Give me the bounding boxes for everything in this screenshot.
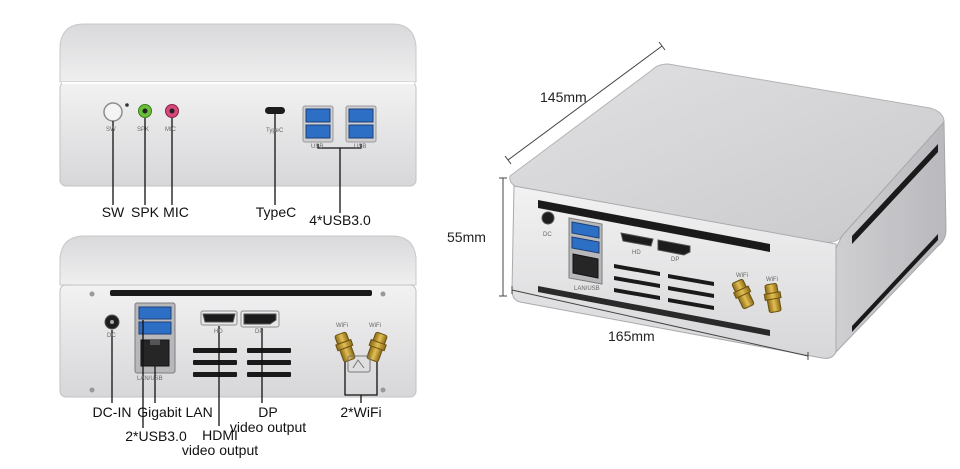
dimension-depth: 145mm (540, 89, 587, 105)
label-dc-in: DC-IN (92, 404, 132, 420)
rear-lan-usb-block (134, 302, 176, 374)
label-mic: MIC (163, 204, 189, 220)
iso-dc-port (541, 211, 555, 225)
silk-dc: DC (107, 333, 116, 339)
kensington-lock-icon (347, 355, 371, 373)
power-button (103, 102, 123, 122)
front-usb-ports (302, 105, 377, 143)
iso-silk-dp: DP (671, 257, 680, 263)
label-spk: SPK (130, 204, 160, 220)
power-led (125, 103, 129, 107)
label-hdmi: HDMI (202, 427, 238, 443)
iso-silk-wifi-right: WiFi (766, 277, 778, 283)
silk-wifi-right: WiFi (369, 323, 381, 329)
iso-silk-hd: HD (632, 250, 641, 256)
silk-wifi-left: WiFi (336, 323, 348, 329)
iso-silk-wifi-left: WiFi (736, 273, 748, 279)
iso-silk-lan-usb: LAN/USB (574, 286, 600, 292)
silk-usb-b: USB (354, 144, 367, 150)
label-hdmi-video-output: video output (181, 442, 259, 458)
rear-callout-lines (111, 320, 378, 428)
label-typec: TypeC (255, 204, 297, 220)
label-4-usb30: 4*USB3.0 (309, 212, 371, 228)
silk-dp: DP (255, 329, 264, 335)
typec-port (265, 107, 285, 114)
label-sw: SW (101, 204, 125, 220)
silk-hd: HD (214, 329, 223, 335)
silk-sw: SW (106, 127, 116, 133)
iso-silk-dc: DC (543, 232, 552, 238)
iso-view-device (509, 63, 947, 359)
label-dp: DP (258, 404, 278, 420)
silk-typec: TypeC (266, 128, 284, 134)
dimension-width: 165mm (608, 328, 655, 344)
silk-mic: MIC (165, 127, 176, 133)
silk-lan-usb: LAN/USB (137, 376, 163, 382)
dimension-lines (499, 41, 809, 360)
silk-usb-a: USB (311, 144, 324, 150)
label-2-usb30: 2*USB3.0 (125, 428, 187, 444)
iso-lan-usb-block (568, 217, 603, 285)
front-callout-lines (112, 114, 362, 213)
iso-vents (614, 264, 714, 310)
dimension-height: 55mm (447, 229, 486, 245)
silk-spk: SPK (137, 127, 150, 133)
rear-video-ports (200, 310, 280, 328)
iso-wifi-antennas (731, 278, 782, 314)
iso-video-ports (620, 232, 691, 256)
label-dp-video-output: video output (229, 419, 307, 435)
rear-wifi-antennas (334, 331, 388, 373)
rear-vents (193, 348, 291, 377)
label-gigabit-lan: Gigabit LAN (137, 404, 213, 420)
label-2-wifi: 2*WiFi (340, 404, 382, 420)
